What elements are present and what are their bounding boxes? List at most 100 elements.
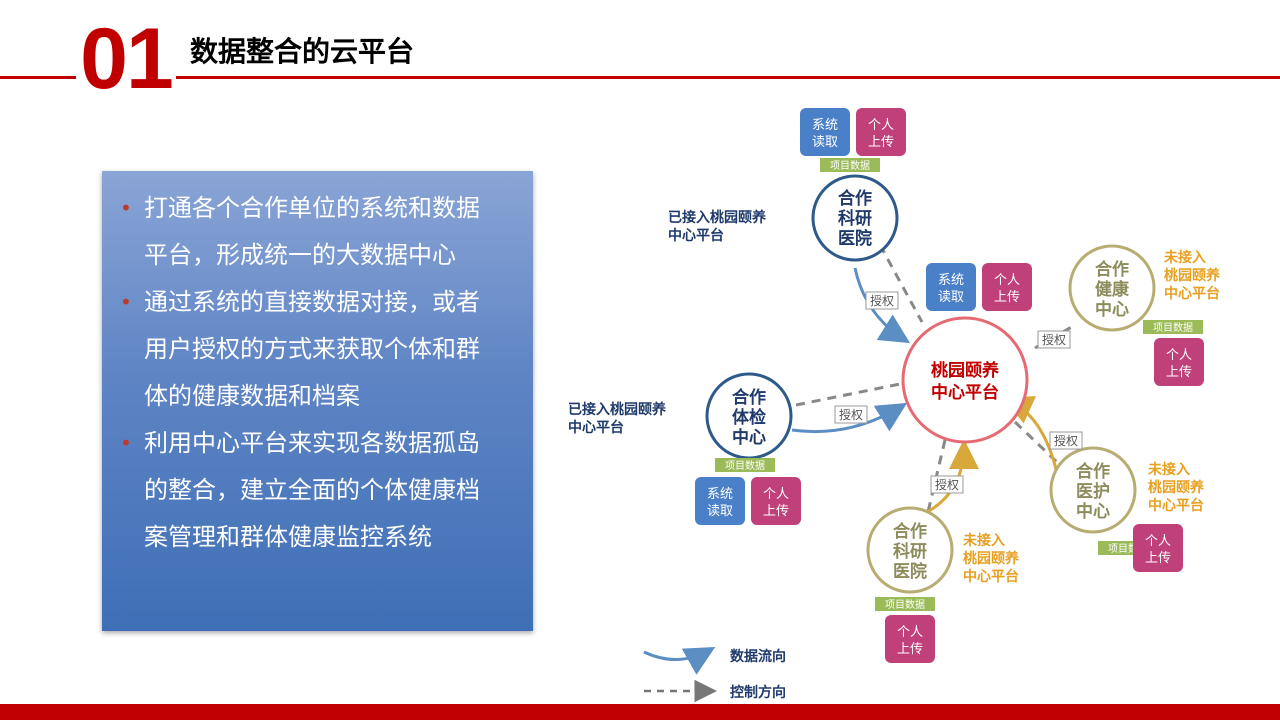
nursing-center-line3: 中心: [1076, 501, 1110, 522]
health-center-tag-text: 项目数据: [1153, 321, 1193, 334]
health-center-personal-upload-box: [1154, 338, 1204, 386]
center-platform-line1: 桃园颐养: [931, 360, 1000, 381]
header-rule-right: [176, 76, 1280, 79]
diagram-svg: 桃园颐养 中心平台 系统 读取 个人 上传 系统 读取 个人 上传 项目数据 合…: [568, 108, 1221, 703]
research-top-status-line1: 已接入桃园颐养: [668, 209, 767, 226]
exam-center-personal-upload-box: [751, 477, 801, 525]
research-top-circle: [811, 174, 899, 262]
health-center-status-line1: 未接入: [1164, 249, 1206, 266]
research-top-system-read-box: [800, 108, 850, 156]
nursing-center-status-line1: 未接入: [1148, 461, 1190, 478]
bullet-panel: • 打通各个合作单位的系统和数据平台，形成统一的大数据中心 • 通过系统的直接数据对接…: [102, 171, 533, 631]
exam-center-line1: 合作: [732, 387, 766, 408]
page-title: 数据整合的云平台: [190, 35, 415, 68]
bullet-line: 利用中心平台来实现各数据孤岛: [144, 429, 480, 457]
exam-center-personal-upload-line2: 上传: [763, 504, 789, 519]
research-bottom-tag: [875, 597, 935, 611]
bullet-item: • 打通各个合作单位的系统和数据平台，形成统一的大数据中心: [112, 185, 522, 279]
nursing-center-personal-upload-box: [1133, 524, 1183, 572]
research-bottom-status-line2: 桃园颐养: [963, 550, 1020, 567]
center-personal-upload-box: [982, 263, 1032, 311]
nursing-center-line2: 医护: [1076, 481, 1110, 502]
auth-label-nursing-box: [1049, 431, 1083, 450]
bullet-line: 的整合，建立全面的个体健康档: [144, 476, 480, 504]
center-platform-line2: 中心平台: [931, 382, 999, 403]
bullet-dot-icon: •: [120, 290, 132, 314]
bullet-item: • 通过系统的直接数据对接，或者用户授权的方式来获取个体和群体的健康数据和档案: [112, 279, 522, 420]
research-bottom-circle: [866, 506, 954, 594]
bullet-line: 打通各个合作单位的系统和数据: [144, 194, 480, 222]
health-center-status-line3: 中心平台: [1164, 285, 1220, 302]
health-center-personal-upload-line2: 上传: [1166, 365, 1192, 380]
header-rule-left: [0, 76, 80, 79]
bullet-line: 平台，形成统一的大数据中心: [144, 241, 456, 269]
health-center-personal-upload-line1: 个人: [1166, 348, 1192, 363]
center-personal-upload-line2: 上传: [994, 290, 1020, 305]
research-bottom-status-line3: 中心平台: [963, 568, 1019, 585]
bullet-dot-icon: •: [120, 431, 132, 455]
center-system-read-line1: 系统: [938, 273, 964, 288]
nursing-center-status-line3: 中心平台: [1148, 497, 1204, 514]
research-top-system-read-line1: 系统: [812, 118, 838, 133]
research-bottom-line3: 医院: [893, 561, 927, 582]
research-top-system-read-line2: 读取: [812, 135, 838, 150]
integration-diagram: 桃园颐养 中心平台 系统 读取 个人 上传 系统 读取 个人 上传 项目数据 合…: [560, 100, 1260, 710]
auth-label-exam: 授权: [839, 407, 863, 422]
nursing-center-personal-upload-line2: 上传: [1145, 551, 1171, 566]
auth-label-research-bottom: 授权: [935, 477, 959, 492]
research-bottom-personal-upload-line2: 上传: [897, 642, 923, 657]
health-center-circle: [1068, 244, 1156, 332]
exam-center-system-read-box: [695, 477, 745, 525]
auth-label-research-bottom-box: [930, 475, 964, 494]
research-top-tag-text: 项目数据: [830, 159, 870, 172]
research-top-tag: [820, 158, 880, 172]
auth-label-health-box: [1037, 330, 1071, 349]
exam-center-system-read-line2: 读取: [707, 504, 733, 519]
research-top-personal-upload-line2: 上传: [868, 135, 894, 150]
research-bottom-personal-upload-box: [885, 615, 935, 663]
auth-label-research-top: 授权: [870, 293, 894, 308]
research-top-line1: 合作: [838, 188, 872, 209]
nursing-center-circle: [1049, 446, 1137, 534]
center-platform-circle: [901, 316, 1029, 444]
research-bottom-status-line1: 未接入: [963, 532, 1005, 549]
health-center-status-line2: 桃园颐养: [1164, 267, 1221, 284]
nursing-center-line1: 合作: [1076, 461, 1110, 482]
exam-center-status-line2: 中心平台: [568, 419, 624, 436]
bullet-line: 体的健康数据和档案: [144, 382, 360, 410]
auth-label-nursing: 授权: [1054, 433, 1078, 448]
section-number: 01: [76, 14, 176, 104]
exam-center-line2: 体检: [732, 407, 766, 428]
auth-label-research-top-box: [865, 291, 899, 310]
flow-arrow-exam: [791, 402, 908, 434]
health-center-tag: [1143, 320, 1203, 334]
health-center-line3: 中心: [1095, 299, 1129, 320]
nursing-center-personal-upload-line1: 个人: [1145, 534, 1171, 549]
research-top-personal-upload-line1: 个人: [868, 118, 894, 133]
exam-center-personal-upload-line1: 个人: [763, 487, 789, 502]
exam-center-tag: [715, 458, 775, 472]
bullet-line: 通过系统的直接数据对接，或者: [144, 288, 480, 316]
nursing-center-status-line2: 桃园颐养: [1148, 479, 1205, 496]
control-line-research-top: [878, 244, 924, 323]
health-center-line2: 健康: [1095, 279, 1130, 300]
research-top-personal-upload-box: [856, 108, 906, 156]
center-personal-upload-line1: 个人: [994, 273, 1020, 288]
bullet-line: 用户授权的方式来获取个体和群: [144, 335, 480, 363]
health-center-line1: 合作: [1095, 259, 1129, 280]
research-top-status-line2: 中心平台: [668, 227, 724, 244]
research-bottom-tag-text: 项目数据: [885, 598, 925, 611]
research-bottom-line2: 科研: [893, 541, 927, 562]
research-bottom-line1: 合作: [893, 521, 927, 542]
bullet-dot-icon: •: [120, 196, 132, 220]
exam-center-status-line1: 已接入桃园颐养: [568, 401, 667, 418]
bullet-item: • 利用中心平台来实现各数据孤岛的整合，建立全面的个体健康档案管理和群体健康监控系…: [112, 420, 522, 561]
auth-label-health: 授权: [1042, 332, 1066, 347]
exam-center-line3: 中心: [732, 427, 766, 448]
research-top-line2: 科研: [838, 208, 872, 229]
auth-label-exam-box: [834, 405, 868, 424]
legend-control-label: 控制方向: [730, 684, 786, 701]
bullet-line: 案管理和群体健康监控系统: [144, 523, 432, 551]
exam-center-tag-text: 项目数据: [725, 459, 765, 472]
exam-center-system-read-line1: 系统: [707, 487, 733, 502]
